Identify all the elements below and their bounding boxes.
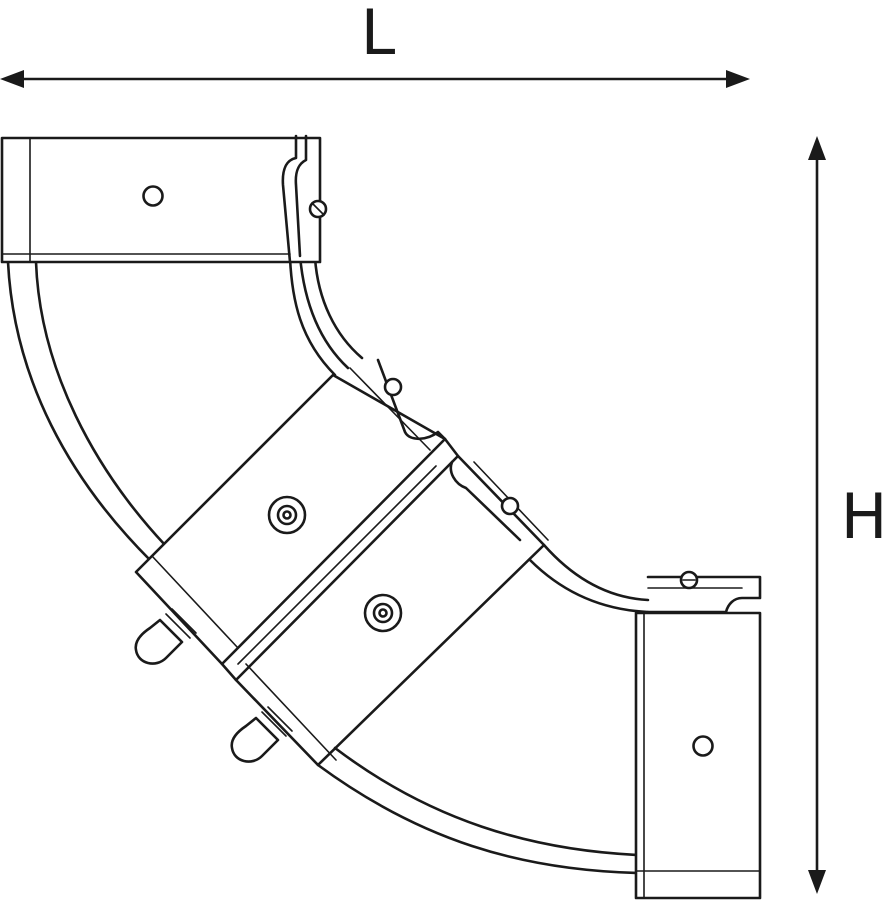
length-dimension: L — [0, 0, 750, 88]
lower-plate-band-1 — [245, 663, 337, 761]
upper-bolt-icon — [134, 608, 197, 665]
top-connector-lip-inner — [294, 134, 308, 258]
upper-inner-lip — [313, 256, 364, 360]
upper-plate-fastener-center — [282, 510, 292, 520]
right-connector-hole — [692, 735, 714, 757]
lower-plate-screw-icon — [500, 496, 520, 516]
lower-inner-radius-edge — [528, 558, 650, 614]
right-connector-lip — [646, 575, 762, 614]
upper-joint-plate — [134, 358, 447, 666]
length-arrow-right — [726, 70, 750, 88]
lower-plate-hook — [449, 460, 522, 542]
height-label: H — [841, 480, 887, 553]
height-arrow-bottom — [808, 870, 826, 894]
height-dimension: H — [808, 136, 887, 894]
plate-gap-line — [220, 662, 238, 682]
upper-inner-radius — [288, 256, 337, 377]
upper-plate-rib — [349, 367, 431, 451]
lower-inner-radius — [542, 543, 650, 602]
lower-bolt-icon — [230, 706, 293, 763]
upper-outer-wall — [6, 260, 152, 562]
upper-plate-screw-icon — [383, 377, 403, 397]
top-connector-lip — [281, 134, 298, 264]
upper-bend-segment — [6, 254, 364, 562]
upper-outer-wall-inner — [34, 260, 167, 547]
top-connector — [0, 134, 328, 264]
upper-plate-hook — [376, 358, 447, 441]
lower-outer-wall — [316, 763, 640, 875]
top-connector-hole — [142, 185, 164, 207]
lower-plate-edge — [237, 465, 437, 665]
lower-bend-segment — [316, 543, 650, 875]
top-lip-screw-slot — [311, 202, 325, 216]
length-arrow-left — [0, 70, 24, 88]
upper-plate-band-1 — [151, 555, 239, 649]
height-arrow-top — [808, 136, 826, 160]
bolts — [134, 608, 293, 763]
upper-inner-radius-edge — [298, 254, 350, 370]
plate-gap — [220, 437, 460, 682]
plate-gap-line-top — [443, 437, 460, 458]
upper-plate-edge — [149, 374, 334, 559]
length-label: L — [361, 0, 396, 69]
lower-outer-wall-inner — [333, 746, 640, 857]
lower-plate-fastener-center — [378, 608, 388, 618]
right-connector — [634, 570, 762, 900]
